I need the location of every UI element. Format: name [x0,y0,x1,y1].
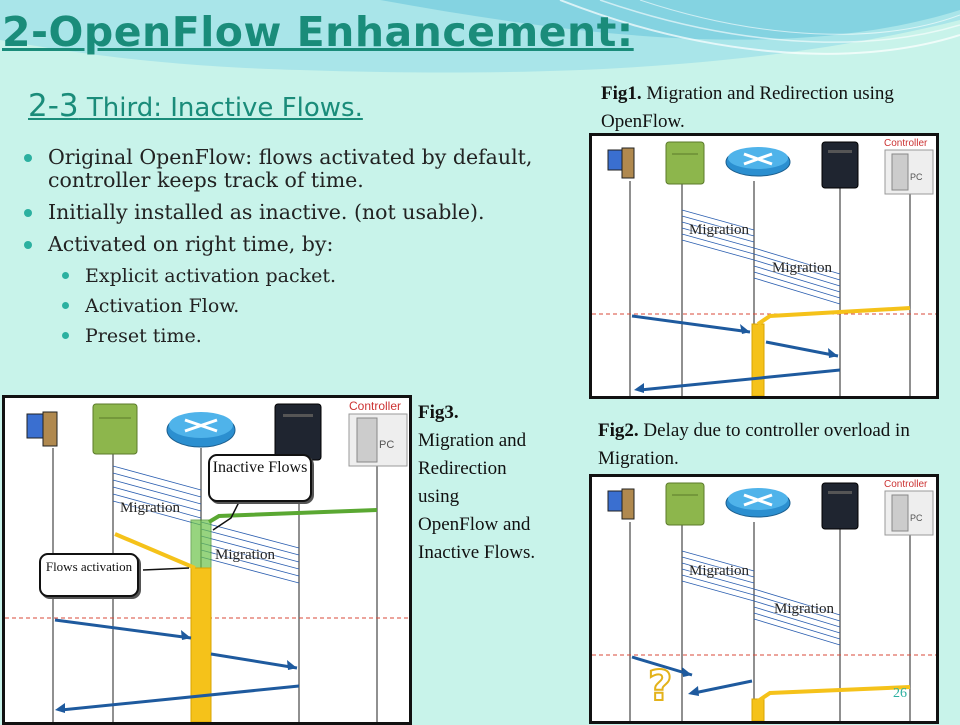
server-icon [92,403,138,455]
server-icon [665,482,705,526]
pc-icon [607,488,635,520]
migration-label: Migration [689,222,749,238]
migration-label: Migration [689,563,749,579]
fig1-caption-text: Migration and Redirection using OpenFlow… [601,83,894,132]
svg-text:Controller: Controller [349,399,401,413]
flows-activation-callout: Flows activation [39,553,139,597]
migration-label: Migration [774,601,834,617]
fig3-caption: Fig3. Migration and Redirection using Op… [418,399,538,567]
inactive-flows-callout: Inactive Flows [208,454,312,502]
controller-icon: PC Controller [884,138,934,195]
svg-text:PC: PC [910,513,923,523]
fig2-caption-label: Fig2. [598,420,639,441]
bullet-dot-icon [62,302,69,309]
router-icon [166,412,236,448]
dark-server-icon [821,482,859,530]
bullet-text: Initially installed as inactive. (not us… [48,200,485,224]
bullet-text: Preset time. [85,325,202,347]
header-swoosh-decoration [0,0,960,73]
bullet-text: Original OpenFlow: flows activated by de… [48,145,533,192]
fig3-diagram: PC Controller Migration Migration Inactiv… [2,395,412,725]
subtitle-number: 2-3 [28,88,79,124]
fig1-sequence-svg: PC Controller [592,138,936,396]
svg-text:Controller: Controller [884,138,928,149]
migration-label: Migration [772,260,832,276]
sub-bullet-item: Activation Flow. [22,295,567,317]
svg-text:PC: PC [910,172,923,182]
server-icon [665,141,705,185]
bullet-dot-icon [62,272,69,279]
svg-text:Controller: Controller [884,479,928,490]
subtitle-text: Third: Inactive Flows. [78,93,363,123]
fig2-caption: Fig2. Delay due to controller overload i… [598,417,918,473]
router-icon [725,488,791,518]
bullet-text: Activated on right time, by: [48,232,334,256]
slide-title: 2-OpenFlow Enhancement: [2,8,634,56]
fig2-sequence-svg: PC Controller [592,479,936,721]
bullet-text: Activation Flow. [85,295,240,317]
bullet-dot-icon [24,154,32,162]
sub-bullet-item: Preset time. [22,325,567,347]
controller-icon: PC Controller [884,479,934,536]
slide-subtitle: 2-3 Third: Inactive Flows. [28,88,363,124]
fig2-caption-text: Delay due to controller overload in Migr… [598,420,910,469]
bullet-dot-icon [24,241,32,249]
bullet-list: Original OpenFlow: flows activated by de… [22,146,567,355]
dark-server-icon [274,403,322,461]
question-mark-icon: ? [647,661,673,711]
fig1-caption: Fig1. Migration and Redirection using Op… [601,80,931,136]
sub-bullet-item: Explicit activation packet. [22,265,567,287]
page-number: 26 [893,686,907,701]
fig2-diagram: PC Controller Migration Migration [589,474,939,724]
dark-server-icon [821,141,859,189]
fig3-caption-label: Fig3. [418,402,459,423]
bullet-text: Explicit activation packet. [85,265,337,287]
bullet-dot-icon [62,332,69,339]
fig3-caption-text: Migration and Redirection using OpenFlow… [418,430,536,563]
bullet-item: Original OpenFlow: flows activated by de… [22,146,567,192]
bullet-item: Initially installed as inactive. (not us… [22,201,567,224]
bullet-item: Activated on right time, by: [22,233,567,256]
migration-label: Migration [120,500,180,516]
router-icon [725,147,791,177]
svg-text:PC: PC [379,439,394,451]
migration-label: Migration [215,547,275,563]
fig1-caption-label: Fig1. [601,83,642,104]
pc-icon [607,147,635,179]
pc-icon [26,411,58,447]
fig1-diagram: PC Controller Migration Migration [589,133,939,399]
bullet-dot-icon [24,209,32,217]
fig3-sequence-svg: PC Controller [5,399,409,722]
controller-icon: PC Controller [348,399,408,467]
